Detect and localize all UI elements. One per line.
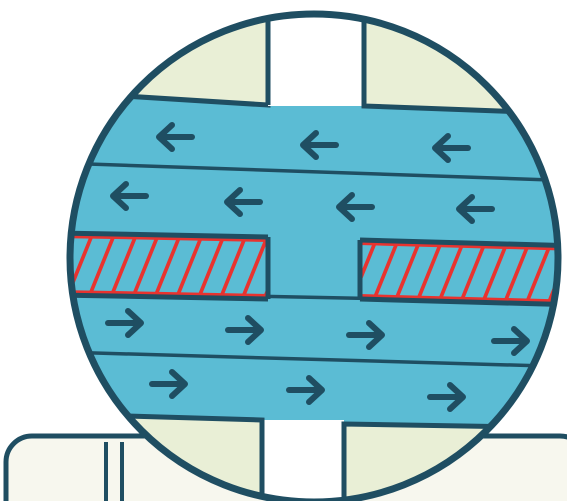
arrow-left-icon bbox=[456, 194, 495, 224]
arrow-left-icon bbox=[300, 130, 339, 160]
lane-divider-top bbox=[70, 161, 558, 183]
arrow-right-icon bbox=[286, 375, 325, 405]
arrow-right-icon bbox=[105, 308, 144, 338]
top-left-block bbox=[70, 14, 271, 108]
arrow-left-icon bbox=[336, 192, 375, 222]
magnifier-ring bbox=[66, 10, 562, 501]
arrow-right-icon bbox=[491, 326, 530, 356]
median-left bbox=[70, 230, 270, 302]
arrow-left-icon bbox=[156, 122, 195, 152]
arrow-left-icon bbox=[224, 187, 263, 217]
median-right bbox=[357, 237, 558, 308]
arrow-right-icon bbox=[225, 315, 264, 345]
arrow-left-icon bbox=[110, 181, 149, 211]
arrow-right-icon bbox=[346, 320, 385, 350]
top-right-block bbox=[361, 14, 558, 117]
top-crosswalk bbox=[268, 14, 364, 106]
arrow-right-icon bbox=[427, 382, 466, 412]
lane-divider-bottom bbox=[70, 350, 558, 369]
bottom-crosswalk bbox=[262, 420, 344, 501]
arrow-left-icon bbox=[432, 133, 471, 163]
arrow-right-icon bbox=[149, 369, 188, 399]
lane-arrows bbox=[105, 122, 530, 412]
